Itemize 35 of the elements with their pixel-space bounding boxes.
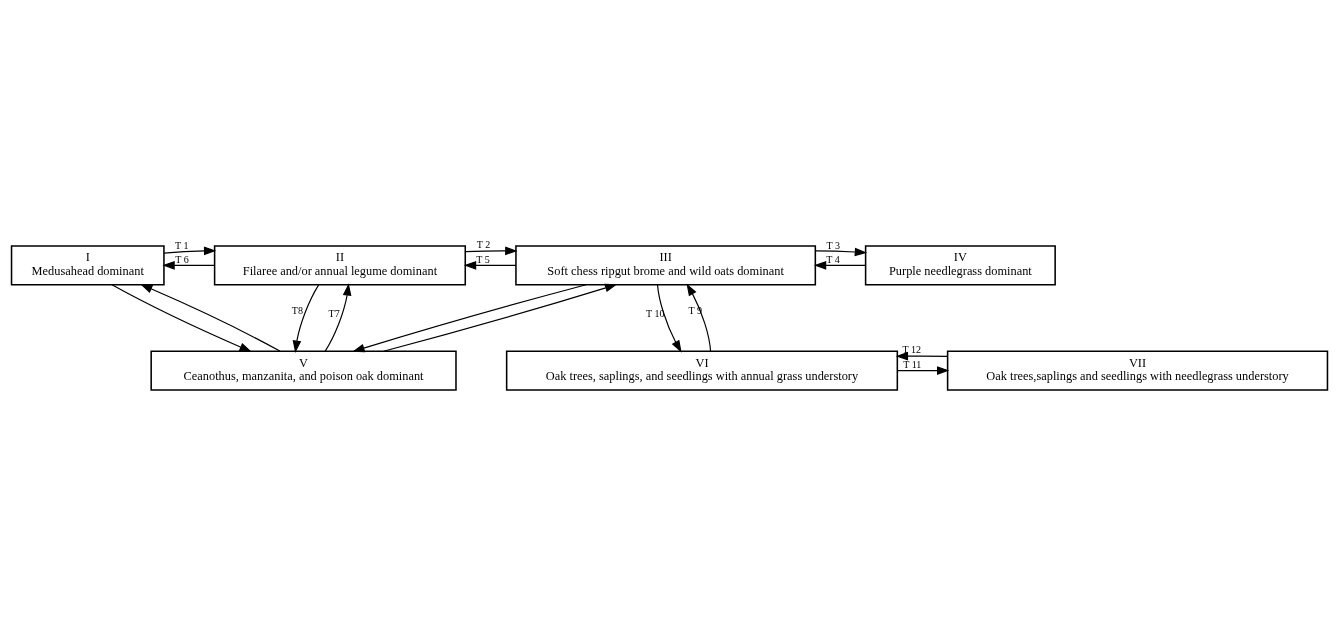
edge-label: T 10: [646, 307, 665, 319]
arrow: [162, 261, 216, 270]
arrow: [463, 261, 517, 270]
edge-label: T 1: [174, 239, 189, 251]
arrow: [465, 246, 518, 256]
edge-label: T 6: [175, 253, 189, 265]
edge-label: T8: [291, 304, 304, 316]
edge-label: T 5: [476, 253, 490, 265]
edge-label: T7: [328, 307, 340, 319]
edge-label: T 2: [476, 239, 491, 251]
arrow: [686, 283, 712, 352]
arrow: [163, 246, 217, 256]
node-box: VI Oak trees, saplings, and seedlings with annual grass understory: [505, 350, 899, 391]
node-box: VII Oak trees,saplings and seedlings with needlegrass understory: [946, 350, 1329, 391]
node-box: I Medusahead dominant: [10, 245, 165, 286]
edge-label: T 12: [902, 344, 922, 356]
arrow: [352, 284, 587, 353]
arrow: [383, 283, 618, 352]
edge-label: T 4: [826, 253, 840, 265]
edge-label: T 9: [688, 305, 703, 317]
edge-label: T 11: [903, 358, 922, 370]
node-box: IV Purple needlegrass dominant: [864, 245, 1056, 286]
arrow: [896, 366, 950, 375]
node-box: III Soft chess ripgut brome and wild oats dominant: [515, 245, 817, 286]
arrow: [292, 284, 320, 353]
arrow: [813, 261, 866, 270]
arrow: [111, 284, 252, 352]
arrow: [324, 283, 352, 352]
arrow: [895, 351, 949, 361]
arrow: [140, 284, 281, 352]
node-box: II Filaree and/or annual legume dominant: [213, 245, 467, 286]
arrow: [815, 247, 868, 257]
node-box: V Ceanothus, manzanita, and poison oak dominant: [150, 350, 457, 391]
arrow: [656, 284, 682, 353]
edge-label: T 3: [826, 239, 841, 251]
